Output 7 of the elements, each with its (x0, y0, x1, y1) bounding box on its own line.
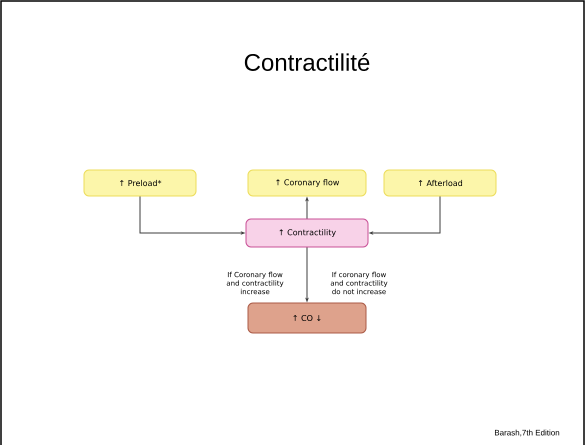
factor-box: ↑ Preload* (84, 170, 196, 196)
title: Contractilité (244, 53, 370, 71)
contractility-box: ↑ Contractility (246, 218, 368, 248)
output-box: ↑ CO ↓ (248, 302, 366, 334)
factor-box: ↑ Coronary flow (248, 170, 366, 196)
source-citation: Barash,7th Edition (494, 430, 560, 436)
factor-box: ↑ Afterload (384, 170, 496, 196)
